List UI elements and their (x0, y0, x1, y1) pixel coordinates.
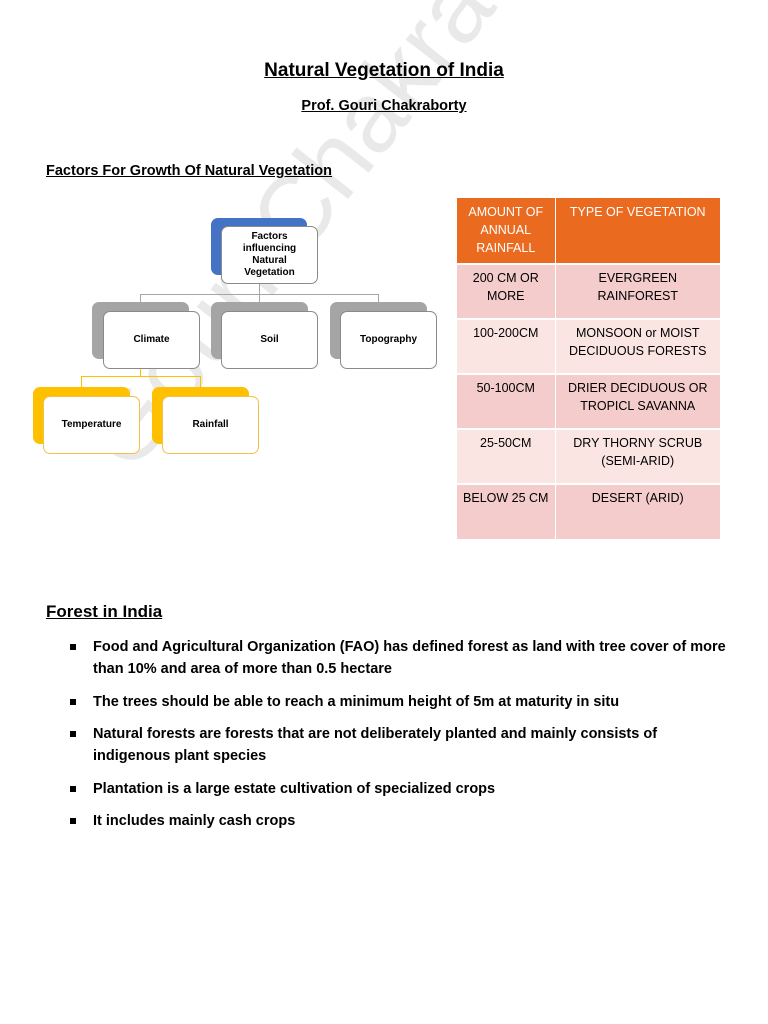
diagram-node-shadow (211, 302, 308, 359)
table-row: 100-200CM MONSOON or MOIST DECIDUOUS FOR… (457, 318, 721, 374)
list-item: Natural forests are forests that are not… (70, 723, 730, 767)
table-cell: 200 CM OR MORE (457, 263, 556, 319)
connector-line (140, 368, 141, 376)
table-row: 200 CM OR MORE EVERGREEN RAINFOREST (457, 263, 721, 319)
table-cell: EVERGREEN RAINFOREST (555, 263, 721, 319)
factors-heading: Factors For Growth Of Natural Vegetation (46, 163, 333, 179)
connector-line (259, 294, 260, 303)
list-item-text: Natural forests are forests that are not… (93, 726, 658, 764)
diagram-node-shadow (330, 302, 427, 359)
list-item: The trees should be able to reach a mini… (70, 691, 730, 713)
table-header-row: AMOUNT OF ANNUAL RAINFALL TYPE OF VEGETA… (457, 198, 721, 264)
forest-heading: Forest in India (46, 602, 163, 621)
diagram-node-shadow (211, 218, 307, 275)
bullet-icon (70, 644, 76, 650)
column-header: AMOUNT OF ANNUAL RAINFALL (457, 198, 556, 264)
table-row: BELOW 25 CM DESERT (ARID) (457, 483, 721, 539)
table-cell: MONSOON or MOIST DECIDUOUS FORESTS (555, 318, 721, 374)
diagram-node-climate: Climate (103, 311, 200, 369)
diagram-node-rainfall: Rainfall (162, 396, 259, 454)
bullet-icon (70, 698, 76, 705)
diagram-node-temperature: Temperature (43, 396, 140, 454)
diagram-node-topography: Topography (340, 311, 437, 369)
table-cell: BELOW 25 CM (457, 483, 556, 539)
table-cell: DRIER DECIDUOUS OR TROPICL SAVANNA (555, 373, 721, 429)
forest-bullet-list: Food and Agricultural Organization (FAO)… (70, 636, 730, 843)
connector-line (200, 376, 201, 387)
table-cell: 100-200CM (457, 318, 556, 374)
connector-line (81, 376, 82, 387)
author-name: Prof. Gouri Chakraborty (301, 98, 467, 114)
list-item: Plantation is a large estate cultivation… (70, 778, 730, 800)
connector-line (140, 294, 379, 295)
table-row: 25-50CM DRY THORNY SCRUB (SEMI-ARID) (457, 428, 721, 484)
list-item-text: Food and Agricultural Organization (FAO)… (93, 639, 726, 677)
diagram-node-shadow (92, 302, 189, 359)
connector-line (140, 294, 141, 303)
diagram-root-node: Factors influencing Natural Vegetation (221, 226, 318, 284)
list-item-text: It includes mainly cash crops (93, 813, 296, 829)
table-cell: DRY THORNY SCRUB (SEMI-ARID) (555, 428, 721, 484)
connector-line (259, 283, 260, 294)
list-item: It includes mainly cash crops (70, 810, 730, 832)
table-cell: DESERT (ARID) (555, 483, 721, 539)
list-item-text: The trees should be able to reach a mini… (93, 693, 620, 710)
table-cell: 50-100CM (457, 373, 556, 429)
table-cell: 25-50CM (457, 428, 556, 484)
list-item-text: Plantation is a large estate cultivation… (93, 780, 496, 797)
column-header: TYPE OF VEGETATION (555, 198, 721, 264)
diagram-node-shadow (152, 387, 249, 444)
list-item: Food and Agricultural Organization (FAO)… (70, 636, 730, 680)
bullet-icon (70, 731, 76, 737)
table-row: 50-100CM DRIER DECIDUOUS OR TROPICL SAVA… (457, 373, 721, 429)
diagram-node-shadow (33, 387, 130, 444)
connector-line (81, 376, 201, 377)
diagram-node-soil: Soil (221, 311, 318, 369)
bullet-icon (70, 818, 76, 824)
rainfall-vegetation-table: AMOUNT OF ANNUAL RAINFALL TYPE OF VEGETA… (457, 198, 721, 539)
bullet-icon (70, 785, 76, 792)
connector-line (378, 294, 379, 303)
page-title: Natural Vegetation of India (264, 60, 504, 81)
